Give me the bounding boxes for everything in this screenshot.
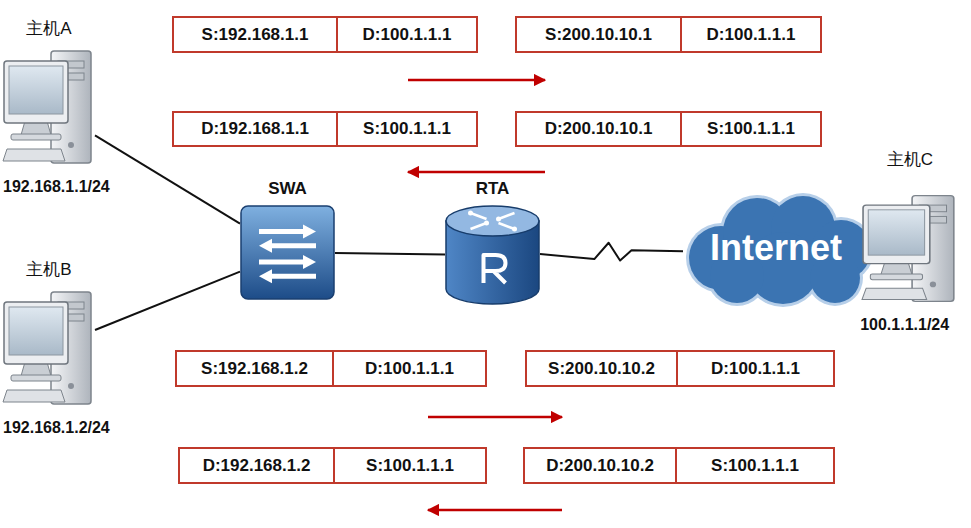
packet-field-box: S:100.1.1.1 bbox=[680, 111, 822, 147]
packet-field-box: S:100.1.1.1 bbox=[336, 111, 478, 147]
ethernet-link bbox=[95, 272, 240, 330]
device-name: RTA bbox=[445, 179, 540, 199]
host-icon bbox=[3, 286, 95, 411]
device-name: SWA bbox=[240, 179, 335, 199]
packet-address: S:100.1.1.1 bbox=[363, 119, 451, 139]
host-node: 主机C100.1.1.1/24 bbox=[862, 190, 958, 308]
serial-link bbox=[540, 243, 683, 261]
ethernet-link bbox=[335, 253, 445, 254]
packet-field-box: S:200.10.10.1 bbox=[515, 16, 682, 53]
packet-field-box: S:100.1.1.1 bbox=[675, 447, 835, 484]
host-node: 主机B192.168.1.2/24 bbox=[3, 286, 95, 411]
packet-field-box: S:192.168.1.1 bbox=[172, 16, 338, 53]
packet-field-box: D:192.168.1.1 bbox=[172, 111, 338, 147]
packet-field-box: S:192.168.1.2 bbox=[175, 350, 334, 387]
host-name: 主机B bbox=[3, 258, 95, 281]
host-node: 主机A192.168.1.1/24 bbox=[3, 45, 95, 170]
packet-address: S:100.1.1.1 bbox=[707, 119, 795, 139]
flow-arrow bbox=[428, 509, 562, 512]
ip-address: 100.1.1.1/24 bbox=[860, 316, 949, 334]
ip-address: 192.168.1.2/24 bbox=[3, 419, 110, 437]
packet-field-box: D:192.168.1.2 bbox=[178, 447, 335, 484]
host-name: 主机A bbox=[3, 17, 95, 40]
packet-address: D:192.168.1.2 bbox=[203, 456, 311, 476]
packet-field-box: D:100.1.1.1 bbox=[680, 16, 822, 53]
packet-field-box: S:100.1.1.1 bbox=[333, 447, 487, 484]
router-icon bbox=[445, 205, 540, 305]
ethernet-link bbox=[95, 135, 240, 223]
packet-address: S:200.10.10.1 bbox=[545, 25, 652, 45]
packet-field-box: D:200.10.10.2 bbox=[523, 447, 677, 484]
cloud-label: Internet bbox=[691, 226, 861, 268]
packet-address: D:100.1.1.1 bbox=[365, 359, 454, 379]
packet-field-box: S:200.10.10.2 bbox=[525, 350, 678, 387]
switch-node: SWA bbox=[240, 205, 335, 300]
packet-address: S:100.1.1.1 bbox=[366, 456, 454, 476]
packet-address: S:200.10.10.2 bbox=[548, 359, 655, 379]
host-name: 主机C bbox=[862, 148, 958, 171]
packet-address: D:100.1.1.1 bbox=[707, 25, 796, 45]
host-icon bbox=[862, 190, 958, 308]
packet-address: D:200.10.10.2 bbox=[546, 456, 654, 476]
packet-address: D:192.168.1.1 bbox=[201, 119, 309, 139]
packet-address: S:100.1.1.1 bbox=[711, 456, 799, 476]
packet-field-box: D:100.1.1.1 bbox=[332, 350, 487, 387]
packet-address: S:192.168.1.1 bbox=[202, 25, 309, 45]
flow-arrow bbox=[428, 416, 562, 419]
flow-arrow bbox=[408, 79, 545, 82]
cloud-node: Internet bbox=[683, 192, 875, 307]
packet-address: D:200.10.10.1 bbox=[545, 119, 653, 139]
packet-field-box: D:100.1.1.1 bbox=[336, 16, 478, 53]
packet-address: D:100.1.1.1 bbox=[363, 25, 452, 45]
switch-icon bbox=[240, 205, 335, 300]
router-node: RTA bbox=[445, 205, 540, 305]
packet-address: S:192.168.1.2 bbox=[201, 359, 308, 379]
flow-arrow bbox=[408, 171, 545, 174]
packet-field-box: D:200.10.10.1 bbox=[515, 111, 682, 147]
host-icon bbox=[3, 45, 95, 170]
ip-address: 192.168.1.1/24 bbox=[3, 178, 110, 196]
packet-field-box: D:100.1.1.1 bbox=[676, 350, 835, 387]
packet-address: D:100.1.1.1 bbox=[711, 359, 800, 379]
